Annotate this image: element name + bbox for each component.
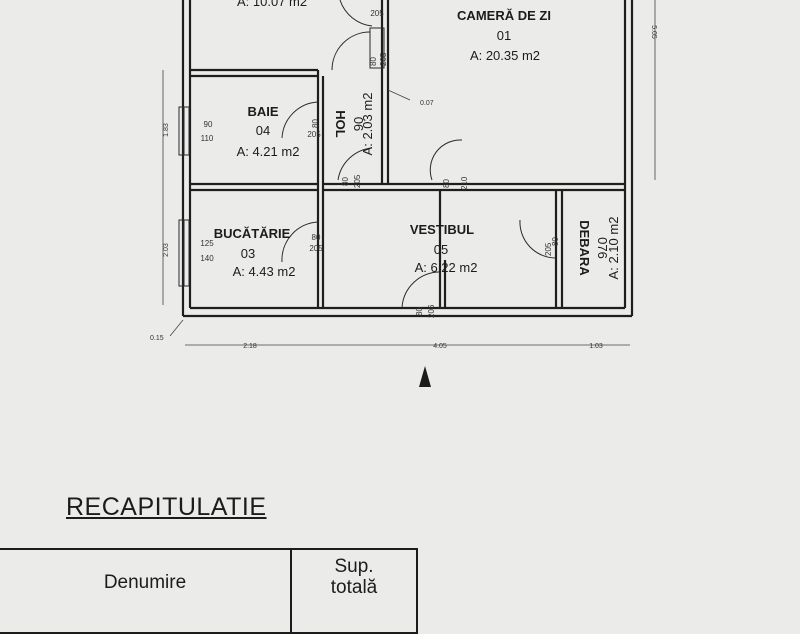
dimension-label: 1.83 (163, 123, 170, 137)
opening-label: 80 (442, 179, 451, 188)
col-surface-line1: Sup. (334, 556, 374, 577)
opening-label: 80 (369, 57, 378, 66)
living-room-name: CAMERĂ DE ZI (457, 8, 551, 23)
opening-label: 80 (551, 237, 560, 246)
bath-area: A: 4.21 m2 (237, 144, 300, 159)
storage-name: DEBARA (577, 220, 592, 276)
doors (281, 0, 557, 309)
opening-label: 80 (312, 233, 321, 242)
vestibule-number: 05 (434, 242, 448, 257)
kitchen-name: BUCĂTĂRIE (214, 226, 291, 241)
window-label: 110 (201, 134, 214, 143)
opening-label: 80 (341, 177, 350, 186)
recap-title: RECAPITULATIE (66, 493, 267, 521)
dimension-label: 4.05 (433, 343, 447, 350)
dimension-label: 1.03 (589, 343, 603, 350)
dimension-label: 0.15 (150, 335, 164, 342)
vestibule-name: VESTIBUL (410, 222, 474, 237)
walls (181, 0, 634, 318)
opening-label: 205 (370, 9, 384, 18)
kitchen-number: 03 (241, 246, 255, 261)
window-label: 125 (200, 239, 214, 248)
top-left-room-area: A: 10.07 m2 (237, 0, 307, 9)
window-label: 90 (204, 120, 213, 129)
vestibule-area: A: 6.22 m2 (415, 260, 478, 275)
opening-label: 206 (427, 304, 436, 318)
opening-label: 205 (309, 244, 323, 253)
storage-area: A: 2.10 m2 (606, 217, 621, 280)
windows (178, 27, 385, 287)
col-name-header: Denumire (0, 548, 292, 634)
storage-number: 076 (595, 237, 610, 259)
living-room-number: 01 (497, 28, 511, 43)
hall-name: HOL (333, 110, 348, 138)
window-label: 140 (200, 254, 214, 263)
bath-name: BAIE (247, 104, 278, 119)
opening-label: 205 (353, 174, 362, 188)
bath-number: 04 (256, 123, 270, 138)
dimension-label: 0.07 (420, 100, 434, 107)
opening-label: 80 (311, 119, 320, 128)
opening-label: 205 (379, 52, 388, 66)
living-room-area: A: 20.35 m2 (470, 48, 540, 63)
recap-table: Denumire Sup. totală (0, 548, 418, 634)
floor-plan: A: 10.07 m2 CAMERĂ DE ZI 01 A: 20.35 m2 … (150, 0, 657, 387)
orientation-arrow-icon (419, 366, 431, 387)
col-surface-line2: totală (330, 577, 378, 598)
dimension-label: 2.18 (243, 343, 257, 350)
dimension-label: 2.03 (163, 243, 170, 257)
hall-number: 06 (351, 117, 366, 131)
kitchen-area: A: 4.43 m2 (233, 264, 296, 279)
opening-label: 210 (460, 176, 469, 190)
hall-area: A: 2.03 m2 (360, 93, 375, 156)
dimension-label: 5.05 (650, 25, 657, 39)
dimension-lines (162, 0, 656, 346)
opening-label: 80 (415, 307, 424, 316)
opening-label: 205 (544, 242, 553, 256)
col-surface-header: Sup. totală (290, 548, 418, 634)
opening-label: 205 (307, 130, 321, 139)
